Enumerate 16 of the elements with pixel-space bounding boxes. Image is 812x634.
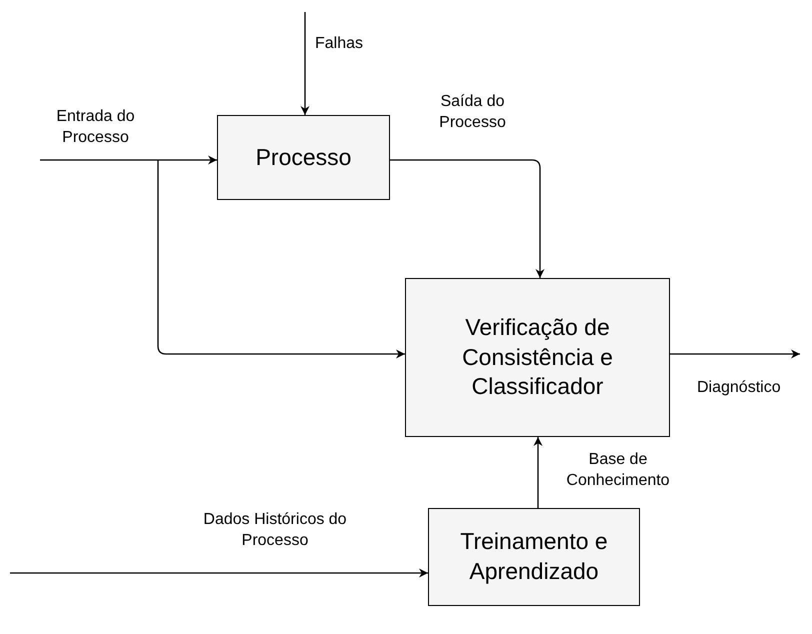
edge-label: Entrada do Processo: [55, 107, 136, 148]
arrow: [157, 160, 405, 358]
edge-label: Base de Conhecimento: [565, 450, 671, 491]
arrow: [40, 156, 217, 164]
edge-label: Diagnóstico: [697, 378, 782, 398]
arrow: [670, 350, 800, 358]
arrow: [300, 12, 310, 115]
edge-label: Dados Históricos do Processo: [202, 510, 348, 551]
arrow: [390, 159, 544, 278]
edge-label: Falhas: [315, 34, 364, 54]
edge-label: Saída do Processo: [438, 92, 507, 133]
process-box: Processo: [217, 115, 390, 200]
process-box: Verificação de Consistência e Classificador: [405, 278, 670, 437]
process-box: Treinamento e Aprendizado: [428, 508, 640, 606]
arrow: [534, 437, 542, 508]
arrow: [10, 568, 428, 578]
